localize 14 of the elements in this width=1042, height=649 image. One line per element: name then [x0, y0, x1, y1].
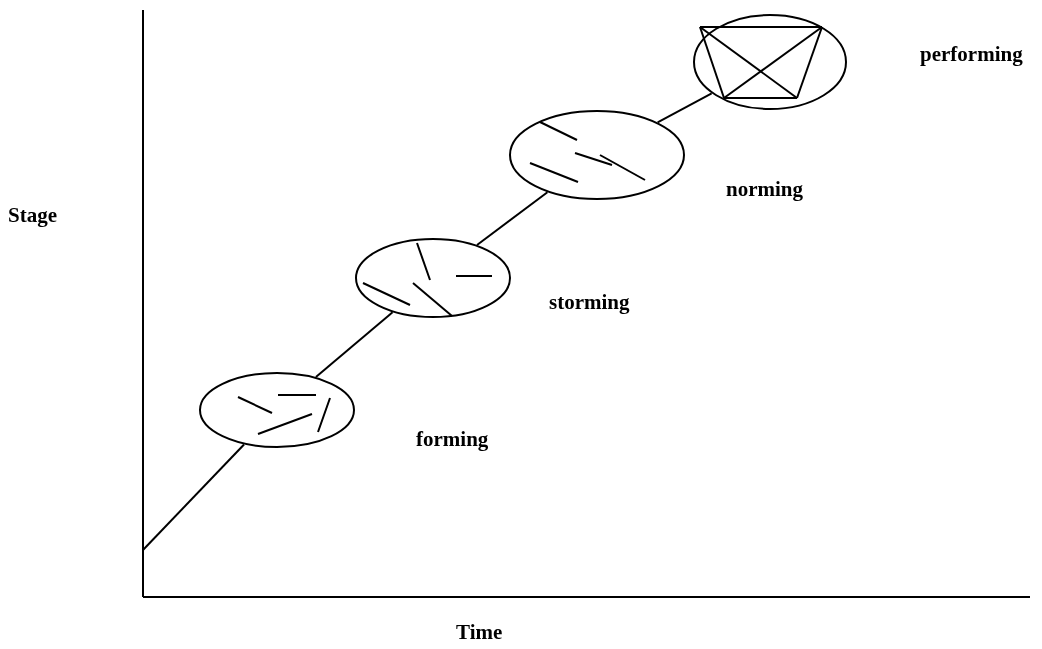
ellipse-node — [355, 238, 511, 318]
ellipse-node — [509, 110, 685, 200]
stage-label: norming — [726, 177, 803, 202]
axis-label: Time — [456, 620, 503, 645]
axis-label: Stage — [8, 203, 57, 228]
connector-line — [476, 191, 549, 246]
stage-label: forming — [416, 427, 489, 452]
connector-line — [656, 92, 713, 124]
ellipse-node — [693, 14, 847, 110]
connector-line — [142, 443, 246, 551]
stage-label: storming — [549, 290, 630, 315]
ellipse-node — [199, 372, 355, 448]
stage-label: performing — [920, 42, 1023, 67]
connector-line — [314, 311, 394, 379]
